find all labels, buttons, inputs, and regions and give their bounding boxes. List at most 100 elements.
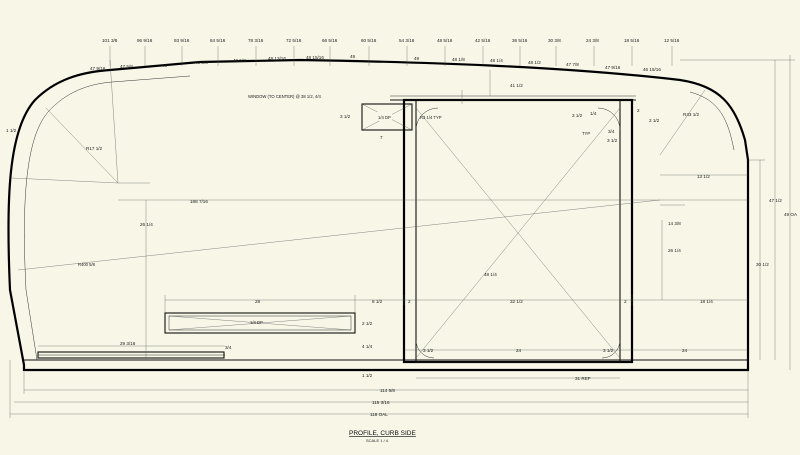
top-dimension-label: 42 5/16 bbox=[475, 38, 491, 43]
top-dimension-labels: 101 3/8 96 9/16 93 9/16 84 5/16 78 3/16 72 5/… bbox=[102, 38, 680, 43]
outer-shell bbox=[7, 58, 750, 372]
h48-label: 48 1/4 bbox=[484, 272, 497, 277]
door-inner bbox=[415, 99, 621, 363]
lower-cutout-diag-2 bbox=[168, 315, 352, 331]
w2a-label: 2 bbox=[408, 299, 411, 304]
top-dimension-ticks bbox=[109, 46, 673, 66]
r1-label: R17 1/2 bbox=[86, 146, 103, 151]
roof-dimension-label: 47 7/8 bbox=[566, 62, 579, 67]
w32-label: 32 1/2 bbox=[510, 299, 523, 304]
top-dimension-label: 60 5/16 bbox=[361, 38, 377, 43]
s2b-label: 2 1/2 bbox=[649, 118, 660, 123]
door-corner-br bbox=[601, 339, 621, 359]
top-dimension-label: 101 3/8 bbox=[102, 38, 118, 43]
roof-dimension-label: 46 15/16 bbox=[643, 67, 661, 72]
d118-label: 118 OAL bbox=[370, 412, 388, 417]
roof-dimension-label: 49 bbox=[414, 56, 420, 61]
w18-label: 18 1/4 bbox=[700, 299, 713, 304]
cutout-right-note: 1/4 DP bbox=[250, 320, 263, 325]
construction-lines bbox=[11, 59, 748, 360]
roof-dimension-label: 48 1/8 bbox=[452, 57, 465, 62]
top-dimension-label: 72 5/16 bbox=[286, 38, 302, 43]
door-corner-tl bbox=[415, 107, 439, 131]
s3a-label: 3 1/2 bbox=[572, 113, 583, 118]
roof-dimension-label: 48 5/8 bbox=[233, 58, 246, 63]
bottom-dimension-lines bbox=[9, 345, 749, 418]
top-dimension-label: 84 5/16 bbox=[210, 38, 226, 43]
mid-dimension-row bbox=[164, 295, 748, 313]
w28-label: 28 bbox=[255, 299, 261, 304]
roof-dimension-label: 48 bbox=[162, 63, 168, 68]
roof-dimension-label: 48 13/16 bbox=[268, 56, 286, 61]
h30-label: 30 1/2 bbox=[756, 262, 769, 267]
top-dimension-label: 12 5/16 bbox=[664, 38, 680, 43]
box3-label: 3 1/2 bbox=[340, 114, 351, 119]
cutout-left-note: 1/4 DP bbox=[378, 115, 391, 120]
door-frame bbox=[402, 98, 634, 364]
w31-label: 31 REF bbox=[575, 376, 591, 381]
s34-label: 3/4 bbox=[608, 129, 615, 134]
s3b-label: 3 1/2 bbox=[607, 138, 618, 143]
top-dimension-label: 78 3/16 bbox=[248, 38, 264, 43]
d26r-label: 26 1/4 bbox=[668, 248, 681, 253]
top-dimension-label: 93 9/16 bbox=[174, 38, 190, 43]
floor-step bbox=[37, 351, 225, 359]
h1-label: 1 1/2 bbox=[362, 373, 373, 378]
roof-dimension-labels: 47 9/16 47 5/8 48 48 3/8 48 5/8 48 13/16 48 15… bbox=[90, 54, 661, 72]
inner-shell bbox=[24, 75, 191, 361]
b24-label: 24 bbox=[516, 348, 522, 353]
h2half-label: 2 1/2 bbox=[362, 321, 373, 326]
left-radius-label: 1 1/2 bbox=[6, 128, 17, 133]
roof-dimension-label: 48 3/8 bbox=[195, 60, 208, 65]
door-corner-bl bbox=[415, 339, 435, 359]
s2a-label: 2 bbox=[637, 108, 640, 113]
d115-label: 115 3/16 bbox=[372, 400, 390, 405]
lower-cutout bbox=[164, 312, 356, 334]
top-dimension-label: 36 5/16 bbox=[512, 38, 528, 43]
h49-label: 49 OA bbox=[784, 212, 798, 217]
box7-label: 7 bbox=[380, 135, 383, 140]
total-run-label: 188 7/16 bbox=[190, 199, 208, 204]
roof-dimension-label: 47 9/16 bbox=[605, 65, 621, 70]
radius-note: R400 5/8 bbox=[78, 262, 96, 267]
roof-dimension-label: 49 bbox=[350, 54, 356, 59]
typ-note: TYP bbox=[582, 131, 590, 136]
roof-dimension-label: 48 15/16 bbox=[306, 55, 324, 60]
w8-label: 8 1/2 bbox=[372, 299, 383, 304]
lower-cutout-inner bbox=[168, 315, 352, 331]
door-type-note: R3 1/4 TYP bbox=[420, 115, 442, 120]
s14-label: 1/4 bbox=[590, 111, 597, 116]
top-dimension-label: 30 3/8 bbox=[548, 38, 561, 43]
window-note: WINDOW (TO CENTER) @ 38 1/2, 4/4 bbox=[248, 94, 321, 99]
b3a-label: 3 1/2 bbox=[423, 348, 434, 353]
window-box-fill bbox=[372, 112, 392, 121]
drawing-title: PROFILE, CURB SIDE bbox=[349, 430, 416, 437]
door-top-width-label: 41 1/2 bbox=[510, 83, 523, 88]
roof-dimension-label: 48 1/2 bbox=[528, 60, 541, 65]
top-dimension-label: 24 3/8 bbox=[586, 38, 599, 43]
h26-label: 26 1/4 bbox=[140, 222, 153, 227]
w34-label: 3/4 bbox=[225, 345, 232, 350]
front-inner-arc bbox=[689, 91, 735, 151]
top-dimension-label: 54 3/16 bbox=[399, 38, 415, 43]
window-box bbox=[361, 103, 413, 131]
b3b-label: 3 1/2 bbox=[603, 348, 614, 353]
top-dimension-label: 18 5/16 bbox=[624, 38, 640, 43]
d13-label: 13 1/2 bbox=[697, 174, 710, 179]
b24b-label: 24 bbox=[682, 348, 688, 353]
right-dimension-lines bbox=[680, 55, 795, 370]
d14-label: 14 3/8 bbox=[668, 221, 681, 226]
roof-dimension-label: 47 5/8 bbox=[120, 64, 133, 69]
w2b-label: 2 bbox=[624, 299, 627, 304]
roof-dimension-label: 47 9/16 bbox=[90, 66, 106, 71]
bottom-left-label: 29 3/16 bbox=[120, 341, 136, 346]
roof-dimension-label: 48 1/4 bbox=[490, 58, 503, 63]
top-dimension-label: 48 5/16 bbox=[437, 38, 453, 43]
door-diagonal-2 bbox=[415, 107, 621, 359]
h4-label: 4 1/4 bbox=[362, 344, 373, 349]
r43-label: R43 1/2 bbox=[683, 112, 700, 117]
top-dimension-label: 96 9/16 bbox=[137, 38, 153, 43]
d114-label: 114 5/8 bbox=[380, 388, 395, 393]
